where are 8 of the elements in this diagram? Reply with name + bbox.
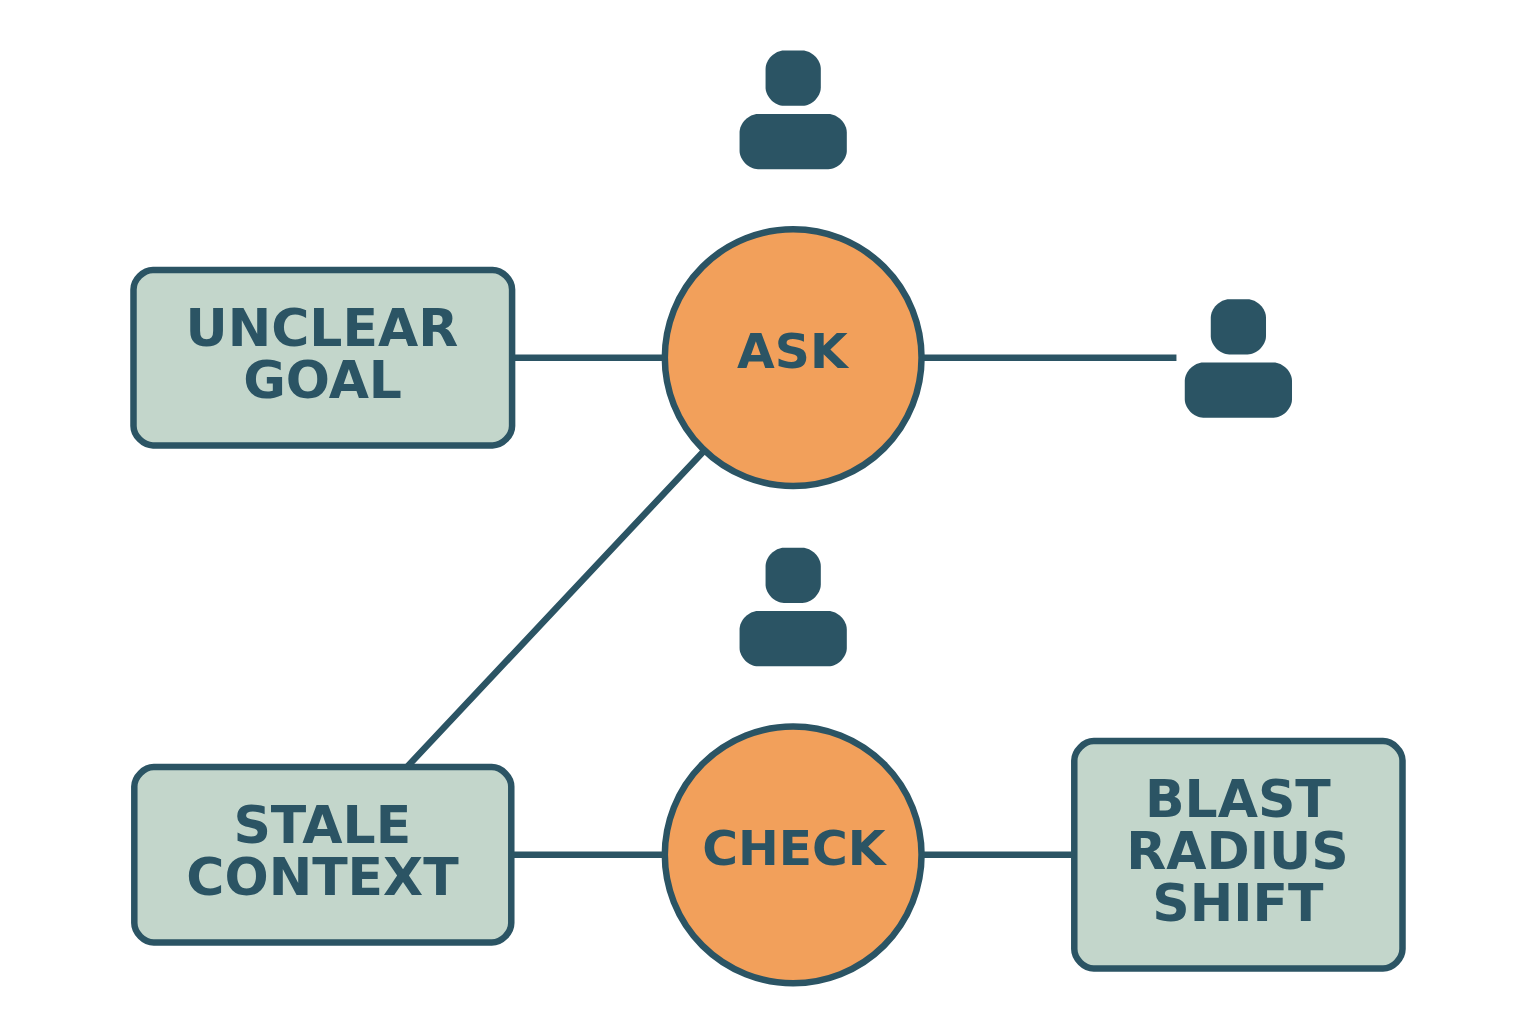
node-box: STALE CONTEXT — [131, 763, 515, 946]
node-circle: ASK — [661, 226, 925, 490]
connector — [512, 354, 665, 361]
node-box: UNCLEAR GOAL — [130, 266, 516, 449]
connector — [922, 354, 1177, 361]
connector — [511, 851, 665, 859]
node-circle: CHECK — [661, 723, 925, 987]
node-box: BLAST RADIUS SHIFT — [1071, 737, 1406, 972]
